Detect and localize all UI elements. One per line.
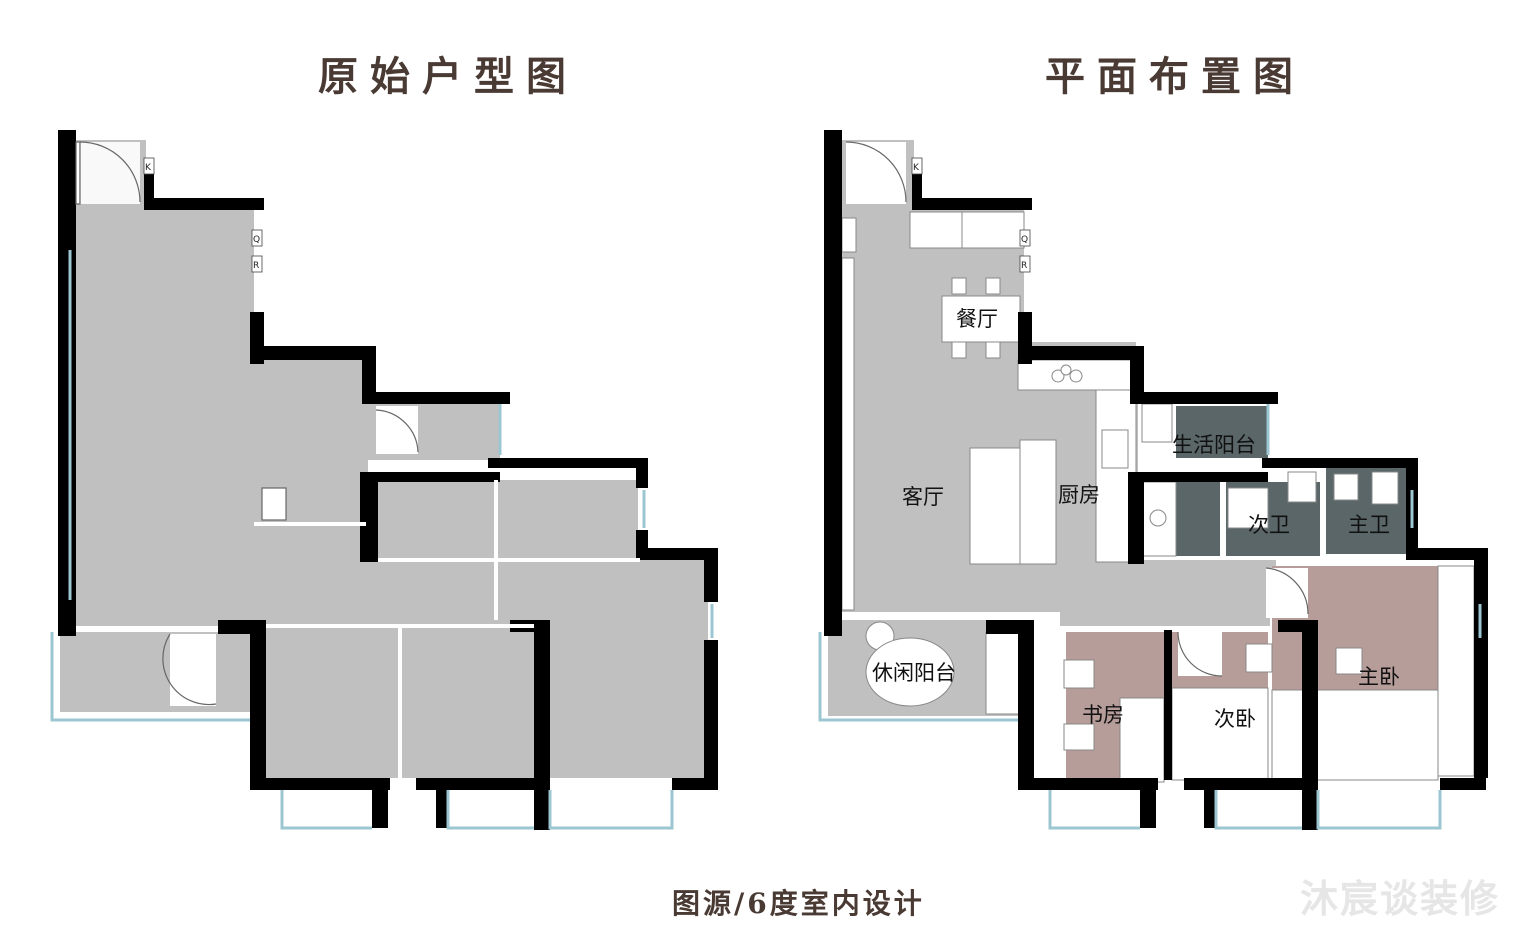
original-walls <box>58 130 718 830</box>
original-meters: K Q R <box>143 157 263 273</box>
meter-k-label: K <box>145 163 152 173</box>
layout-meter-r-label: R <box>1021 261 1027 271</box>
original-doors <box>75 141 419 706</box>
layout-walls <box>824 130 1488 830</box>
room-study-label: 书房 <box>1082 703 1124 727</box>
sofa <box>969 447 1021 565</box>
original-floor-plan: K Q R <box>50 130 718 830</box>
layout-meters: K Q R <box>911 157 1031 273</box>
layout-meter-k-label: K <box>913 163 920 173</box>
meter-q-label: Q <box>253 235 260 245</box>
room-balcony-leisure-label: 休闲阳台 <box>872 661 956 685</box>
layout-doors <box>845 141 1309 677</box>
source-caption: 图源/6度室内设计 <box>672 887 925 920</box>
room-kitchen-label: 厨房 <box>1058 483 1100 507</box>
room-bath-second-label: 次卫 <box>1248 513 1290 537</box>
room-balcony-service-label: 生活阳台 <box>1172 433 1256 457</box>
layout-meter-q-label: Q <box>1021 235 1028 245</box>
room-master-bedroom-label: 主卧 <box>1358 665 1400 689</box>
original-partitions <box>254 480 640 778</box>
room-living-label: 客厅 <box>902 485 944 509</box>
layout-plan-title: 平面布置图 <box>1045 53 1305 100</box>
original-windows <box>50 250 714 830</box>
room-bath-master-label: 主卫 <box>1348 513 1390 537</box>
meter-r-label: R <box>253 261 259 271</box>
room-dining-label: 餐厅 <box>956 307 998 331</box>
layout-windows <box>818 404 1482 830</box>
layout-floor-plan: K Q R 餐厅 生活阳台 客厅 厨房 次卫 主卫 休闲阳台 主卧 书房 次卧 <box>818 130 1488 830</box>
watermark: 沐宸谈装修 <box>1300 877 1501 921</box>
original-plan-title: 原始户型图 <box>318 53 578 100</box>
room-second-bedroom-label: 次卧 <box>1214 707 1256 731</box>
